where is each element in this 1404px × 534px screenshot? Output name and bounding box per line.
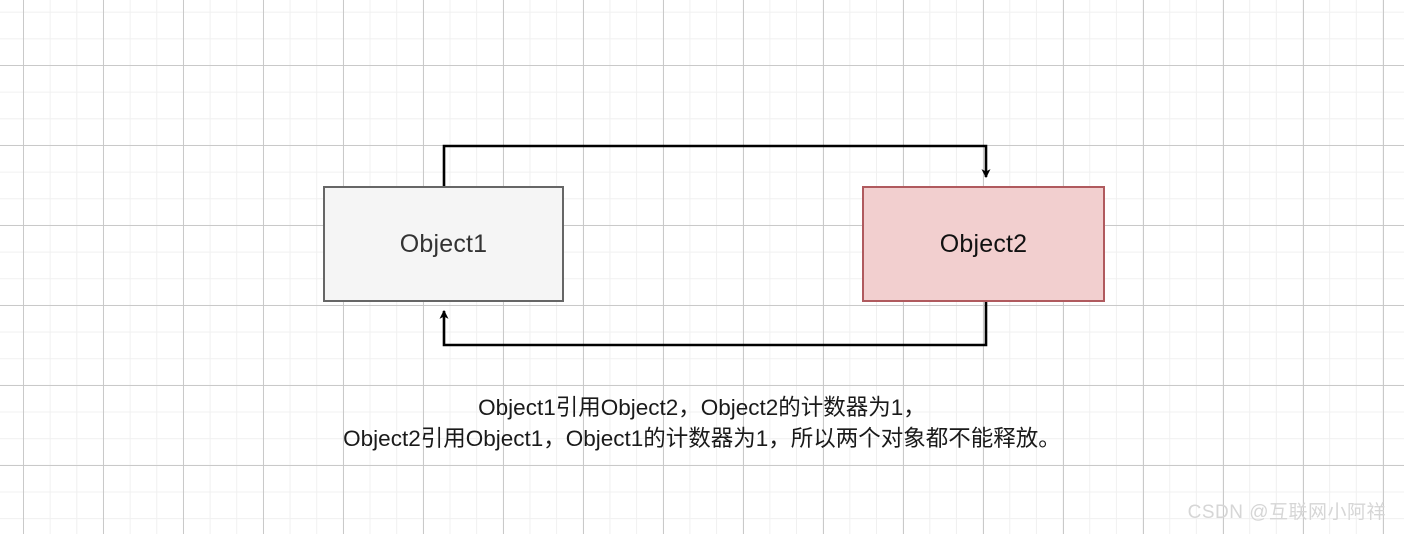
edge-object2-to-object1 [439, 302, 988, 347]
node-object1[interactable]: Object1 [323, 186, 564, 302]
diagram-caption: Object1引用Object2，Object2的计数器为1， Object2引… [0, 392, 1404, 454]
edge-object1-to-object2 [442, 144, 991, 186]
node-object1-label: Object1 [399, 229, 488, 258]
node-object2-label: Object2 [939, 229, 1028, 258]
watermark: CSDN @互联网小阿祥 [1187, 502, 1386, 523]
caption-line-1: Object1引用Object2，Object2的计数器为1， [478, 395, 926, 420]
node-object2[interactable]: Object2 [862, 186, 1105, 302]
caption-line-2: Object2引用Object1，Object1的计数器为1，所以两个对象都不能… [343, 426, 1061, 451]
